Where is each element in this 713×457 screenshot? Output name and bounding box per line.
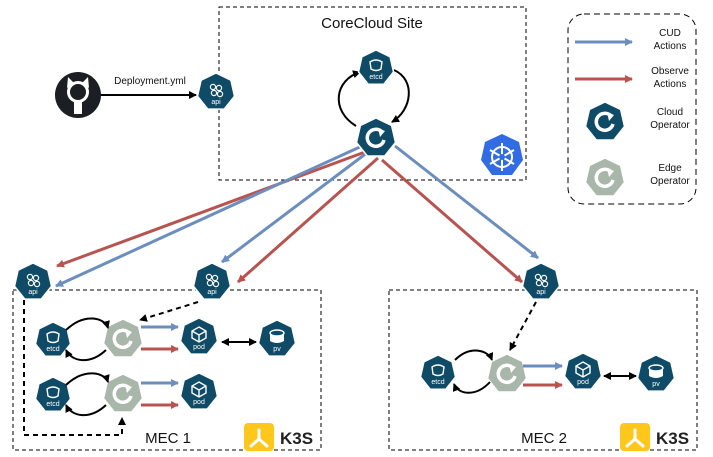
mec1-pv-icon-1-label: pv (273, 346, 281, 353)
mec2-pv-icon-label: pv (652, 381, 660, 388)
mec2-k3s-label: K3S (656, 429, 689, 448)
mec1-pod-icon-1: pod (179, 317, 219, 355)
mec1-pod-icon-2-label: pod (193, 399, 205, 406)
mec2-etcd-icon: etcd (419, 354, 457, 390)
mec1-etcd-icon-2-label: etcd (46, 401, 59, 408)
mec2-api-icon-label: api (536, 289, 546, 296)
mec1-pv-icon-1: pv (257, 319, 297, 357)
deployment-api-icon-label: api (211, 99, 221, 106)
mec1-title: MEC 1 (145, 430, 191, 447)
mec1-etcd-icon-1-label: etcd (46, 346, 59, 353)
mec2-pv-icon: pv (636, 354, 676, 392)
mec2-api-icon: api (521, 262, 561, 300)
mec1-left-api-icon-label: api (28, 289, 38, 296)
legend-edge-operator-icon (584, 157, 626, 197)
legend-cloud-operator-icon (584, 101, 626, 141)
mec1-k3s-badge: K3S (244, 423, 313, 451)
core-observe-arrows (56, 150, 523, 284)
mec1-k3s-label: K3S (280, 429, 313, 448)
cloud-operator-icon (355, 117, 397, 157)
mec1-etcd-icon-2: etcd (34, 376, 72, 412)
mec1-edge-operator-icon-1 (102, 318, 144, 358)
mec2-k3s-badge: K3S (620, 423, 689, 451)
mec2-etcd-icon-label: etcd (431, 379, 444, 386)
mec2-connections (452, 301, 637, 394)
core-loop-arrow-right (391, 69, 410, 123)
deployment-api-icon: api (196, 72, 236, 110)
mec1-left-api-icon: api (13, 262, 53, 300)
mec1-pod-icon-2: pod (179, 372, 219, 410)
mec1-boundary (12, 289, 322, 451)
deployment-file-label: Deployment.yml (114, 76, 186, 87)
core-site-title: CoreCloud Site (321, 15, 423, 32)
kubernetes-icon (481, 134, 523, 175)
mec1-etcd-icon-1: etcd (34, 321, 72, 357)
legend-box (567, 13, 697, 205)
mec1-api-icon: api (192, 262, 232, 300)
mec1-connections (23, 300, 257, 436)
core-cud-arrows (55, 144, 539, 288)
corecloud-site-boundary (218, 6, 527, 181)
core-loop-arrow-left (337, 70, 361, 127)
mec2-title: MEC 2 (521, 430, 567, 447)
core-etcd-icon-label: etcd (369, 74, 382, 81)
mec1-pod-icon-1-label: pod (193, 344, 205, 351)
core-etcd-icon: etcd (357, 49, 395, 85)
github-icon (55, 72, 101, 118)
mec1-edge-operator-icon-2 (102, 373, 144, 413)
mec2-pod-icon-label: pod (577, 379, 589, 386)
mec2-edge-operator-icon (486, 353, 528, 393)
mec2-pod-icon: pod (563, 352, 603, 390)
mec1-api-icon-label: api (207, 289, 217, 296)
